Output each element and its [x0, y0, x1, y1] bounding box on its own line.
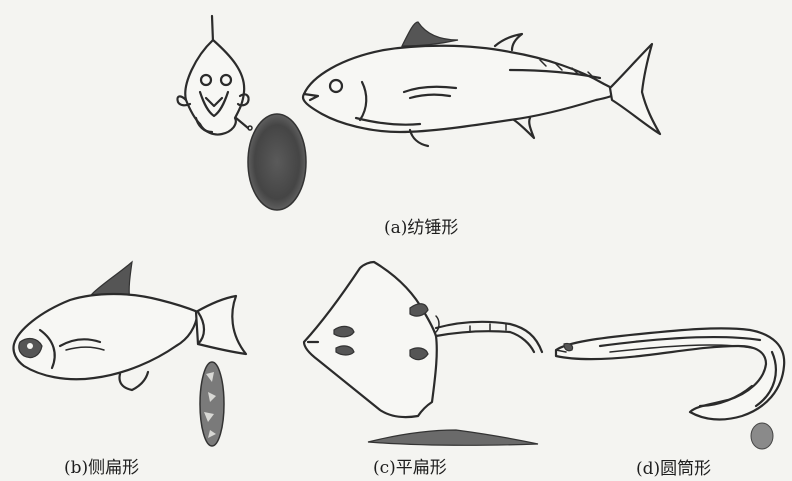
depressed-ray [304, 262, 542, 417]
depressed-cross-section [368, 430, 538, 445]
caption-depressed: (c)平扁形 [373, 453, 447, 478]
caption-fusiform: (a)纺锤形 [384, 213, 458, 238]
fusiform-tuna [303, 22, 660, 146]
fusiform-front-view [177, 16, 252, 135]
fusiform-cross-section [248, 114, 306, 210]
cylindrical-eel [556, 328, 784, 419]
cylindrical-cross-section [751, 423, 773, 449]
caption-compressed: (b)侧扁形 [64, 453, 139, 478]
compressed-cross-section [200, 362, 224, 446]
caption-cylindrical: (d)圆筒形 [636, 454, 711, 479]
